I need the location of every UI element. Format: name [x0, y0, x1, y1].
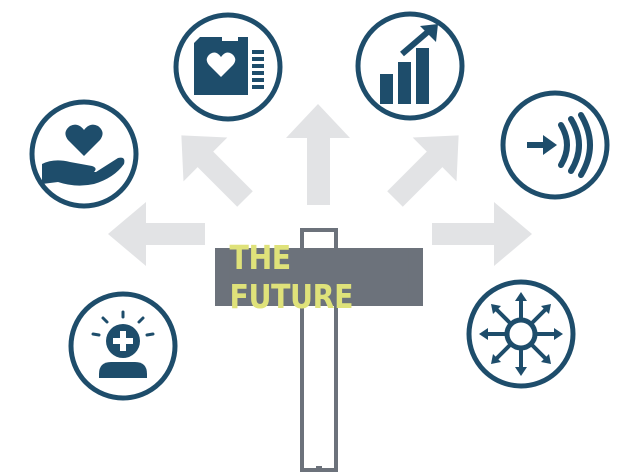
expansion-arrows-icon: [466, 279, 576, 389]
signpost-pole-bottom: [316, 466, 322, 472]
growth-chart-icon: [355, 11, 465, 121]
healthcare-card-icon: [173, 12, 283, 122]
signpost: [215, 228, 423, 472]
direction-arrows: [108, 104, 532, 266]
medical-person-icon: [68, 291, 178, 401]
arrow-up: [286, 104, 350, 205]
caring-hand-heart-icon: [29, 99, 139, 209]
arrow-left: [108, 202, 205, 266]
forward-signal-icon: [500, 90, 610, 200]
arrow-right: [432, 202, 532, 266]
arrow-up-left: [181, 135, 253, 207]
arrow-up-right: [387, 135, 459, 207]
signpost-board: [215, 248, 423, 306]
